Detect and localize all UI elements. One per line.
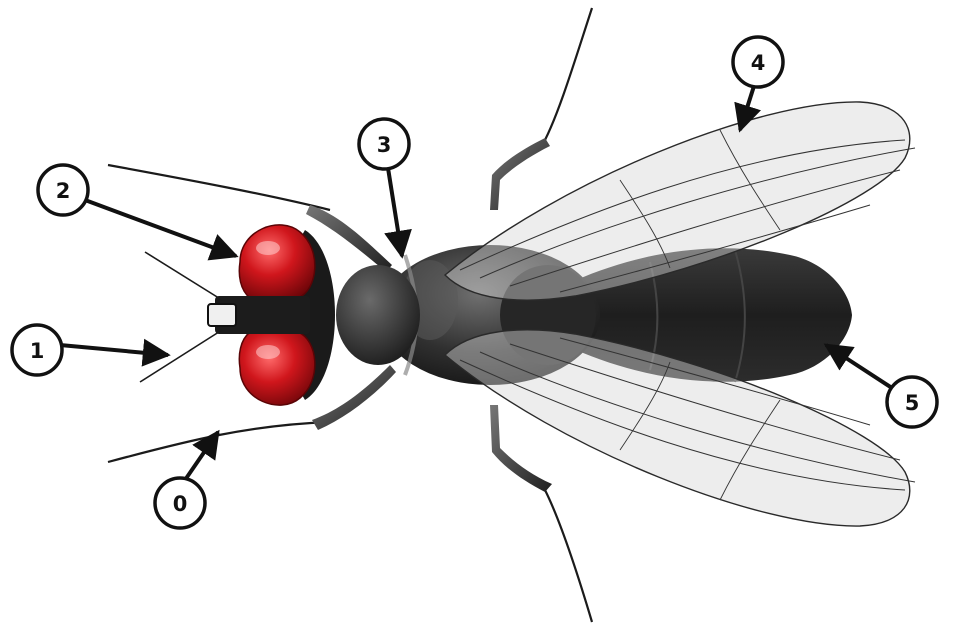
callout-2-label: 2: [56, 179, 71, 203]
callout-1: 1: [12, 325, 168, 375]
callout-1-label: 1: [30, 339, 45, 363]
callout-3: 3: [359, 119, 409, 256]
wing-upper: [445, 102, 915, 300]
callout-2: 2: [38, 165, 236, 256]
callout-0-label: 0: [173, 492, 188, 516]
callout-4-label: 4: [751, 51, 766, 75]
callout-3-label: 3: [377, 133, 392, 157]
mid-leg-upper: [490, 8, 592, 210]
callout-5: 5: [826, 345, 937, 427]
callout-5-label: 5: [905, 391, 920, 415]
